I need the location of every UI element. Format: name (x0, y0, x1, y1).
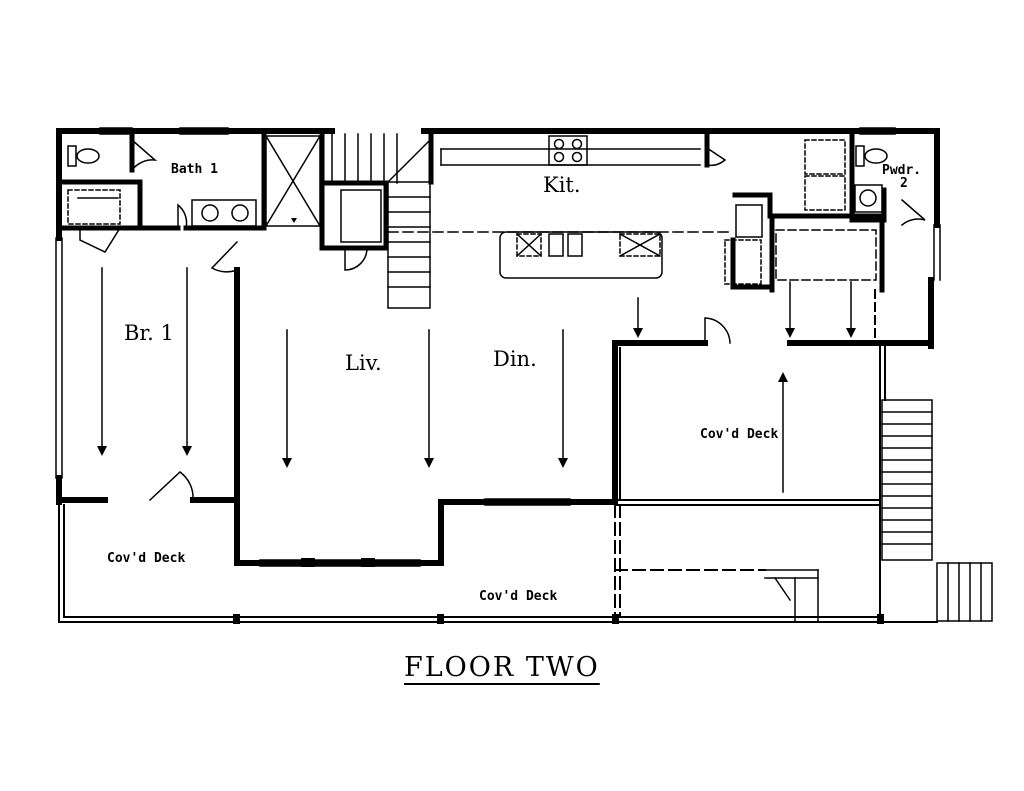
room-label-living: Liv. (345, 351, 382, 375)
room-label-kitchen: Kit. (543, 173, 581, 197)
interior-walls (61, 131, 887, 293)
room-label-covered-deck-right: Cov'd Deck (700, 427, 779, 442)
thin-details (55, 127, 993, 622)
room-label-powder-number: 2 (900, 176, 908, 191)
room-label-dining: Din. (493, 347, 537, 371)
room-label-bedroom-1: Br. 1 (124, 321, 174, 345)
door-swings (79, 138, 926, 502)
room-label-powder: Pwdr. (882, 163, 922, 178)
drawing-title: FLOOR TWO (404, 652, 600, 683)
deck-outlines (58, 289, 938, 623)
arrow-heads (97, 218, 856, 468)
room-label-covered-deck-left: Cov'd Deck (107, 551, 186, 566)
room-label-covered-deck-bottom: Cov'd Deck (479, 589, 558, 604)
room-label-bath-1: Bath 1 (171, 162, 218, 177)
exterior-walls (56, 128, 940, 566)
joist-arrows (101, 267, 852, 493)
